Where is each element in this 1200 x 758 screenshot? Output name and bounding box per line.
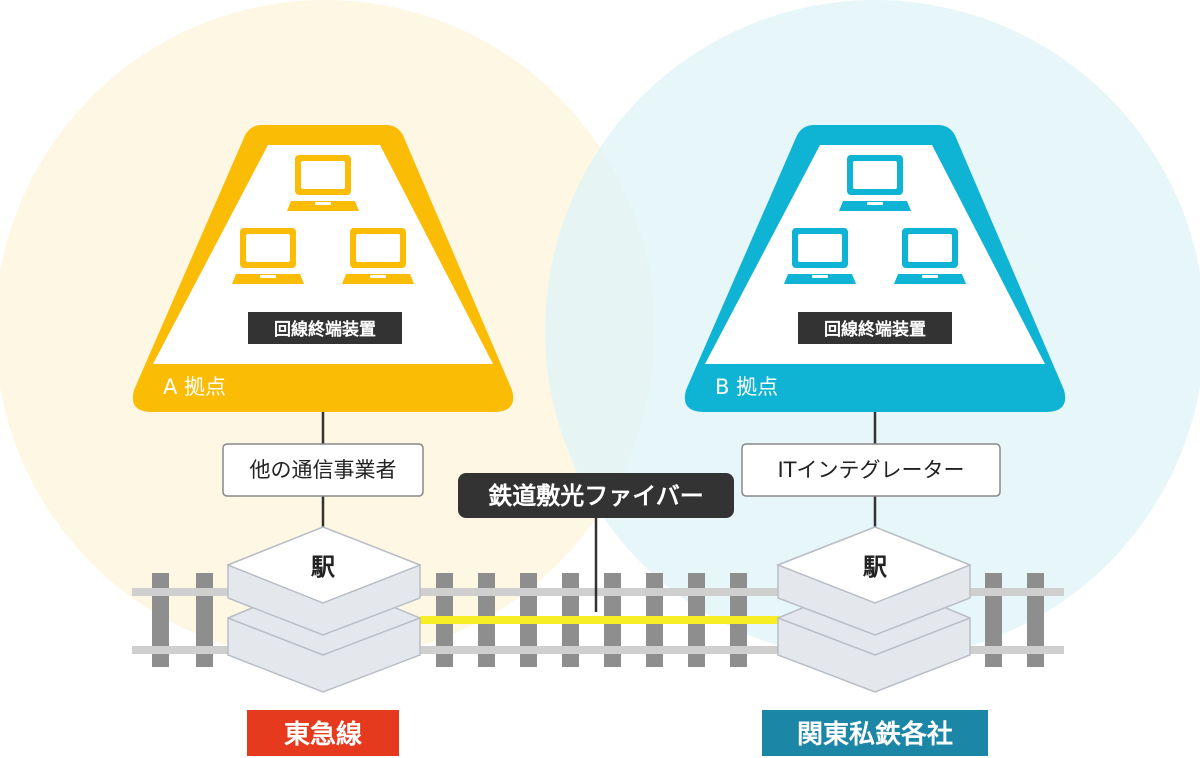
laptop-icon [287,155,359,211]
site-a-platform: A 拠点 [132,125,514,412]
rail-upper [132,588,1064,596]
railway-b-label: 関東私鉄各社 [797,719,953,750]
site-b-carrier-label: ITインテグレーター [777,458,964,482]
site-a-carrier-label: 他の通信事業者 [250,458,397,482]
laptop-icon [784,228,856,284]
site-a-carrier-box: 他の通信事業者 [222,443,424,497]
station-b: 駅 [775,526,973,693]
fiber-optic-line [420,616,780,624]
fiber-label: 鉄道敷光ファイバー [488,482,704,510]
railway-a-label: 東急線 [284,719,362,750]
laptop-icon [894,228,966,284]
site-b-label: B 拠点 [715,375,778,399]
site-a-terminal-label: 回線終端装置 [274,319,376,340]
site-b-terminal-device: 回線終端装置 [798,312,952,344]
site-b-carrier-box: ITインテグレーター [741,443,1001,497]
laptop-icon [342,228,414,284]
railway-a-badge: 東急線 [247,710,399,756]
site-b-terminal-label: 回線終端装置 [824,319,926,340]
station-a: 駅 [225,526,423,693]
site-a-terminal-device: 回線終端装置 [248,312,402,344]
station-b-label: 駅 [863,553,887,581]
station-a-label: 駅 [311,553,335,581]
laptop-icon [232,228,304,284]
laptop-icon [839,155,911,211]
rail-lower [132,646,1064,654]
site-a-label: A 拠点 [163,375,226,399]
site-b-platform: B 拠点 [684,125,1066,412]
railway-b-badge: 関東私鉄各社 [762,710,988,756]
fiber-label-box: 鉄道敷光ファイバー [458,473,734,518]
